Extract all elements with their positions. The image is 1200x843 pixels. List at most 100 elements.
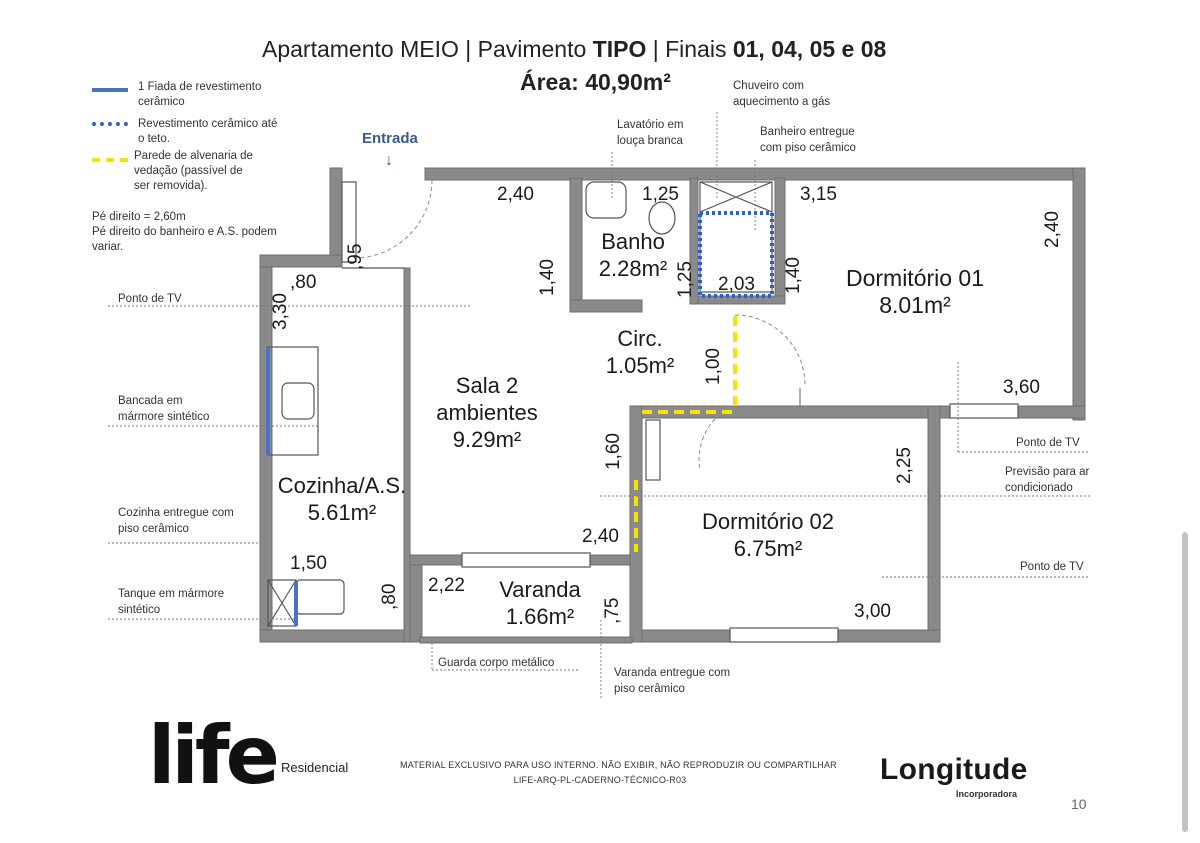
dim-360: 3,60 (1003, 377, 1040, 398)
room-circ-area: 1.05m² (605, 353, 675, 378)
residencial-label: Residencial (281, 760, 349, 775)
laundry-tank (295, 579, 345, 615)
ceramic-shower-dotted (698, 211, 774, 298)
room-cozinha-name: Cozinha/A.S. (277, 473, 407, 498)
room-circ-name: Circ. (617, 326, 663, 351)
room-varanda-name: Varanda (499, 577, 581, 602)
callout-banheiro: Banheiro entregue com piso cerâmico (760, 126, 856, 154)
page-title: Apartamento MEIO | Pavimento TIPO | Fina… (262, 36, 886, 63)
room-dorm01-area: 8.01m² (879, 292, 951, 318)
room-varanda-area: 1.66m² (505, 604, 575, 629)
callout-tv3: Ponto de TV (1020, 561, 1084, 573)
dim-80-top: ,80 (290, 272, 317, 293)
dim-330: 3,30 (270, 293, 291, 330)
dim-75: ,75 (602, 597, 623, 624)
title-bold-finais: 01, 04, 05 e 08 (732, 36, 887, 62)
room-banho-area: 2.28m² (598, 256, 668, 281)
entrada-label: Entrada (362, 130, 418, 147)
wall-kitchen-right (403, 267, 411, 643)
dim-240-right: 2,40 (1042, 211, 1063, 248)
window-entry (341, 181, 357, 263)
callout-bancada: Bancada em mármore sintético (118, 395, 210, 423)
legend: 1 Fiada de revestimento cerâmico Revesti… (92, 80, 312, 192)
callout-chuveiro: Chuveiro com aquecimento a gás (733, 80, 831, 108)
room-cozinha-area: 5.61m² (307, 500, 377, 525)
ceiling-variation-note: Pé direito do banheiro e A.S. podem vari… (92, 226, 277, 253)
legend-item-1: 1 Fiada de revestimento cerâmico (138, 81, 262, 108)
room-sala: Sala 2 ambientes 9.29m² (420, 372, 554, 453)
wall-dorm2-right (927, 405, 941, 643)
dim-150: 1,50 (290, 553, 327, 574)
room-cozinha: Cozinha/A.S. 5.61m² (262, 472, 422, 526)
wall-right (1072, 167, 1086, 421)
callout-tv1: Ponto de TV (118, 293, 182, 305)
dim-125-bath: 1,25 (675, 261, 696, 298)
kitchen-counter (267, 346, 319, 456)
dim-315: 3,15 (800, 184, 837, 205)
callout-tv2: Ponto de TV (1016, 437, 1080, 449)
room-dorm01-name: Dormitório 01 (845, 265, 985, 291)
room-sala-name: Sala 2 (455, 373, 519, 398)
page-number: 10 (1071, 796, 1087, 812)
callout-varanda-piso: Varanda entregue com piso cerâmico (614, 667, 731, 695)
callout-guarda: Guarda corpo metálico (438, 657, 555, 669)
door-swing-entry (353, 179, 433, 259)
window-dorm1 (949, 403, 1019, 419)
callout-cozinha-piso: Cozinha entregue com piso cerâmico (118, 507, 234, 535)
shower-cross-2 (699, 181, 773, 213)
dim-203: 2,03 (718, 274, 755, 295)
kitchen-sink (281, 382, 315, 420)
room-circ: Circ. 1.05m² (592, 325, 688, 379)
ceiling-height-note: Pé direito = 2,60m (92, 211, 186, 223)
legend-solid-blue-icon (92, 88, 128, 92)
wall-bath-left (569, 177, 583, 313)
dim-140-right: 1,40 (783, 257, 804, 294)
laundry-cross-2 (267, 579, 297, 627)
toilet (648, 201, 676, 235)
room-banho: Banho 2.28m² (588, 228, 678, 282)
wall-dorm2-left (629, 405, 643, 643)
wall-bath-bottom (569, 299, 643, 313)
window-dorm2-side (645, 419, 661, 481)
door-swing-dorm1 (734, 314, 806, 386)
incorporadora-label: Incorporadora (956, 789, 1018, 799)
callout-ar: Previsão para ar condicionado (1005, 466, 1090, 494)
legend-dotted-blue-icon (92, 122, 128, 126)
legend-item-3: Parede de alvenaria de vedação (passível… (134, 150, 253, 192)
title-prefix: Apartamento MEIO | Pavimento (262, 36, 593, 62)
room-banho-name: Banho (601, 229, 665, 254)
dim-240-top: 2,40 (497, 184, 534, 205)
wall-kitchen-bottom (259, 629, 411, 643)
entrada-arrow-icon: ↓ (385, 152, 393, 169)
disclaimer-line-1: MATERIAL EXCLUSIVO PARA USO INTERNO. NÃO… (400, 760, 837, 770)
dim-160: 1,60 (603, 433, 624, 470)
wall-varanda-bottom (419, 636, 633, 644)
lavatory (585, 181, 627, 219)
door-swing-dorm2 (698, 413, 721, 471)
callout-lavatorio: Lavatório em louça branca (617, 119, 684, 147)
wall-kitchen-top (259, 254, 343, 268)
dim-300: 3,00 (854, 601, 891, 622)
wall-entry-column (329, 167, 343, 264)
longitude-logo: Longitude (880, 753, 1028, 786)
dim-222: 2,22 (428, 575, 465, 596)
area-label: Área: 40,90m² (520, 69, 671, 95)
vertical-scrollbar[interactable] (1182, 532, 1188, 832)
callout-tanque: Tanque em mármore sintético (118, 588, 225, 616)
wall-varanda-left (409, 559, 423, 643)
dim-225: 2,25 (894, 447, 915, 484)
room-dorm02: Dormitório 02 6.75m² (676, 508, 860, 562)
room-dorm02-name: Dormitório 02 (701, 509, 835, 534)
disclaimer-line-2: LIFE-ARQ-PL-CADERNO-TÉCNICO-R03 (513, 775, 687, 785)
dim-240-mid: 2,40 (582, 526, 619, 547)
dim-80-bottom: ,80 (379, 583, 400, 610)
room-varanda: Varanda 1.66m² (480, 576, 600, 630)
life-logo: life (148, 709, 280, 802)
dim-140-left: 1,40 (537, 259, 558, 296)
window-varanda (461, 552, 591, 568)
legend-dashed-yellow-icon (92, 158, 128, 162)
room-sala-area: 9.29m² (452, 427, 522, 452)
legend-item-2: Revestimento cerâmico até o teto. (138, 118, 278, 145)
title-bold-tipo: TIPO (592, 36, 647, 62)
